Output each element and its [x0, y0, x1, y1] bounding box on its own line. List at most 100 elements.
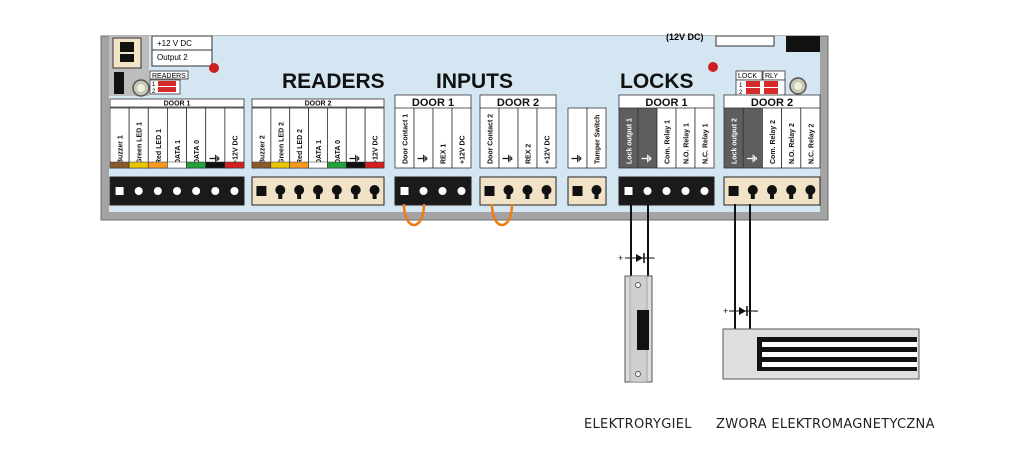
wire-color-strip	[327, 161, 347, 169]
terminal-label: Lock output 1	[627, 118, 634, 164]
wire-color-strip	[224, 161, 245, 169]
screw-terminal	[419, 187, 428, 195]
wire-color-strip	[109, 161, 130, 169]
door-label: DOOR 1	[645, 97, 687, 109]
electric-strike	[624, 275, 653, 383]
terminal-label: Green LED 2	[278, 122, 285, 164]
door-label: DOOR 2	[497, 97, 539, 109]
screw-terminal	[230, 187, 239, 195]
screw-terminal	[624, 187, 633, 195]
title-inputs: INPUTS	[436, 70, 513, 93]
screw-terminal	[662, 187, 671, 195]
wire-color-strip	[251, 161, 272, 169]
door-label: DOOR 2	[305, 101, 332, 108]
terminal-label: N.O. Relay 2	[789, 123, 796, 164]
terminal-label: ⏚	[417, 153, 430, 164]
terminal-label: Red LED 1	[156, 129, 163, 164]
magnetic-lock	[722, 328, 920, 380]
wire-color-strip	[167, 161, 187, 169]
terminal-label: Green LED 1	[137, 122, 144, 164]
door-label-bar	[109, 98, 245, 108]
strike-minus: -	[652, 253, 655, 263]
wire-color-strip	[186, 161, 206, 169]
title-locks: LOCKS	[620, 70, 694, 93]
screw-terminal	[591, 185, 602, 195]
screw-terminal	[173, 187, 181, 195]
svg-text:RLY: RLY	[765, 73, 778, 80]
screw-terminal	[572, 186, 583, 196]
screw-terminal	[541, 185, 552, 195]
screw-terminal	[331, 185, 342, 195]
wire-color-strip	[270, 161, 290, 169]
led-left	[209, 63, 219, 73]
screw-terminal	[747, 185, 758, 195]
terminal-label: Door Contact 2	[488, 114, 495, 164]
screw-terminal	[700, 187, 709, 195]
terminal-label: N.C. Relay 2	[808, 123, 815, 164]
terminal-label: DATA 0	[335, 140, 342, 164]
terminal-label: +12V DC	[460, 135, 467, 164]
screw-terminal	[681, 187, 690, 195]
terminal-label: Buzzer 1	[118, 135, 125, 164]
wire-color-strip	[346, 161, 366, 169]
screw-terminal	[805, 185, 816, 195]
terminal-label: ⏚	[208, 153, 221, 164]
terminal-label: ⏚	[349, 153, 362, 164]
readers-jumper: READERS 1 2	[149, 70, 189, 95]
terminal-label: ⏚	[502, 153, 515, 164]
terminal-label: ⏚	[571, 153, 584, 164]
wire-color-strip	[205, 161, 226, 169]
wire-color-strip	[148, 161, 168, 169]
terminal-label: REX 1	[441, 144, 448, 164]
wire-color-strip	[308, 161, 328, 169]
screw-terminal	[484, 186, 495, 196]
terminal-label-cell	[451, 107, 472, 169]
svg-text:2: 2	[739, 90, 743, 96]
terminal-label: Red LED 2	[297, 129, 304, 164]
screw-terminal	[275, 185, 286, 195]
power-line2: Output 2	[157, 53, 188, 62]
screw-terminal	[350, 185, 361, 195]
power-output-box	[151, 35, 213, 67]
strike-diode-icon	[636, 253, 645, 263]
terminal-label: N.O. Relay 1	[684, 123, 691, 164]
wire-color-strip	[289, 161, 309, 169]
screw-terminal	[369, 185, 380, 195]
maglock-caption: ZWORA ELEKTROMAGNETYCZNA	[716, 417, 935, 432]
led-right	[708, 62, 718, 72]
terminal-label: Com. Relay 1	[665, 120, 672, 164]
door-label: DOOR 1	[412, 97, 454, 109]
jumper-wire-door1	[402, 203, 426, 226]
screw-terminal	[643, 187, 652, 195]
screw-terminal	[313, 185, 323, 195]
terminal-label-cell	[586, 107, 607, 169]
screw-terminal	[134, 187, 143, 195]
screw-terminal	[786, 185, 797, 195]
screw-terminal	[503, 185, 514, 195]
screw-terminal	[294, 185, 305, 195]
door-label: DOOR 2	[751, 97, 793, 109]
terminal-label: Com. Relay 2	[770, 120, 777, 164]
terminal-label: DATA 1	[175, 140, 182, 164]
screw-terminal	[211, 187, 220, 195]
screw-terminal	[457, 187, 466, 195]
svg-text:1: 1	[152, 82, 156, 88]
maglock-diode-icon	[739, 306, 748, 316]
maglock-minus: -	[754, 306, 757, 316]
screw-terminal	[522, 185, 533, 195]
svg-text:READERS: READERS	[152, 73, 186, 80]
svg-text:LOCK: LOCK	[738, 73, 757, 80]
terminal-label: Buzzer 2	[259, 135, 266, 164]
terminal-label: N.C. Relay 1	[703, 123, 710, 164]
screw-terminal	[728, 186, 739, 196]
screw-terminal	[767, 185, 777, 195]
terminal-label-cell	[536, 107, 557, 169]
terminal-label-cell	[694, 107, 715, 169]
screw-terminal	[115, 187, 124, 195]
door-label-bar	[251, 98, 385, 108]
terminal-label: DATA 0	[194, 140, 201, 164]
terminal-label: REX 2	[526, 144, 533, 164]
wire-color-strip	[128, 161, 149, 169]
jumper-wire-door2	[490, 203, 514, 226]
